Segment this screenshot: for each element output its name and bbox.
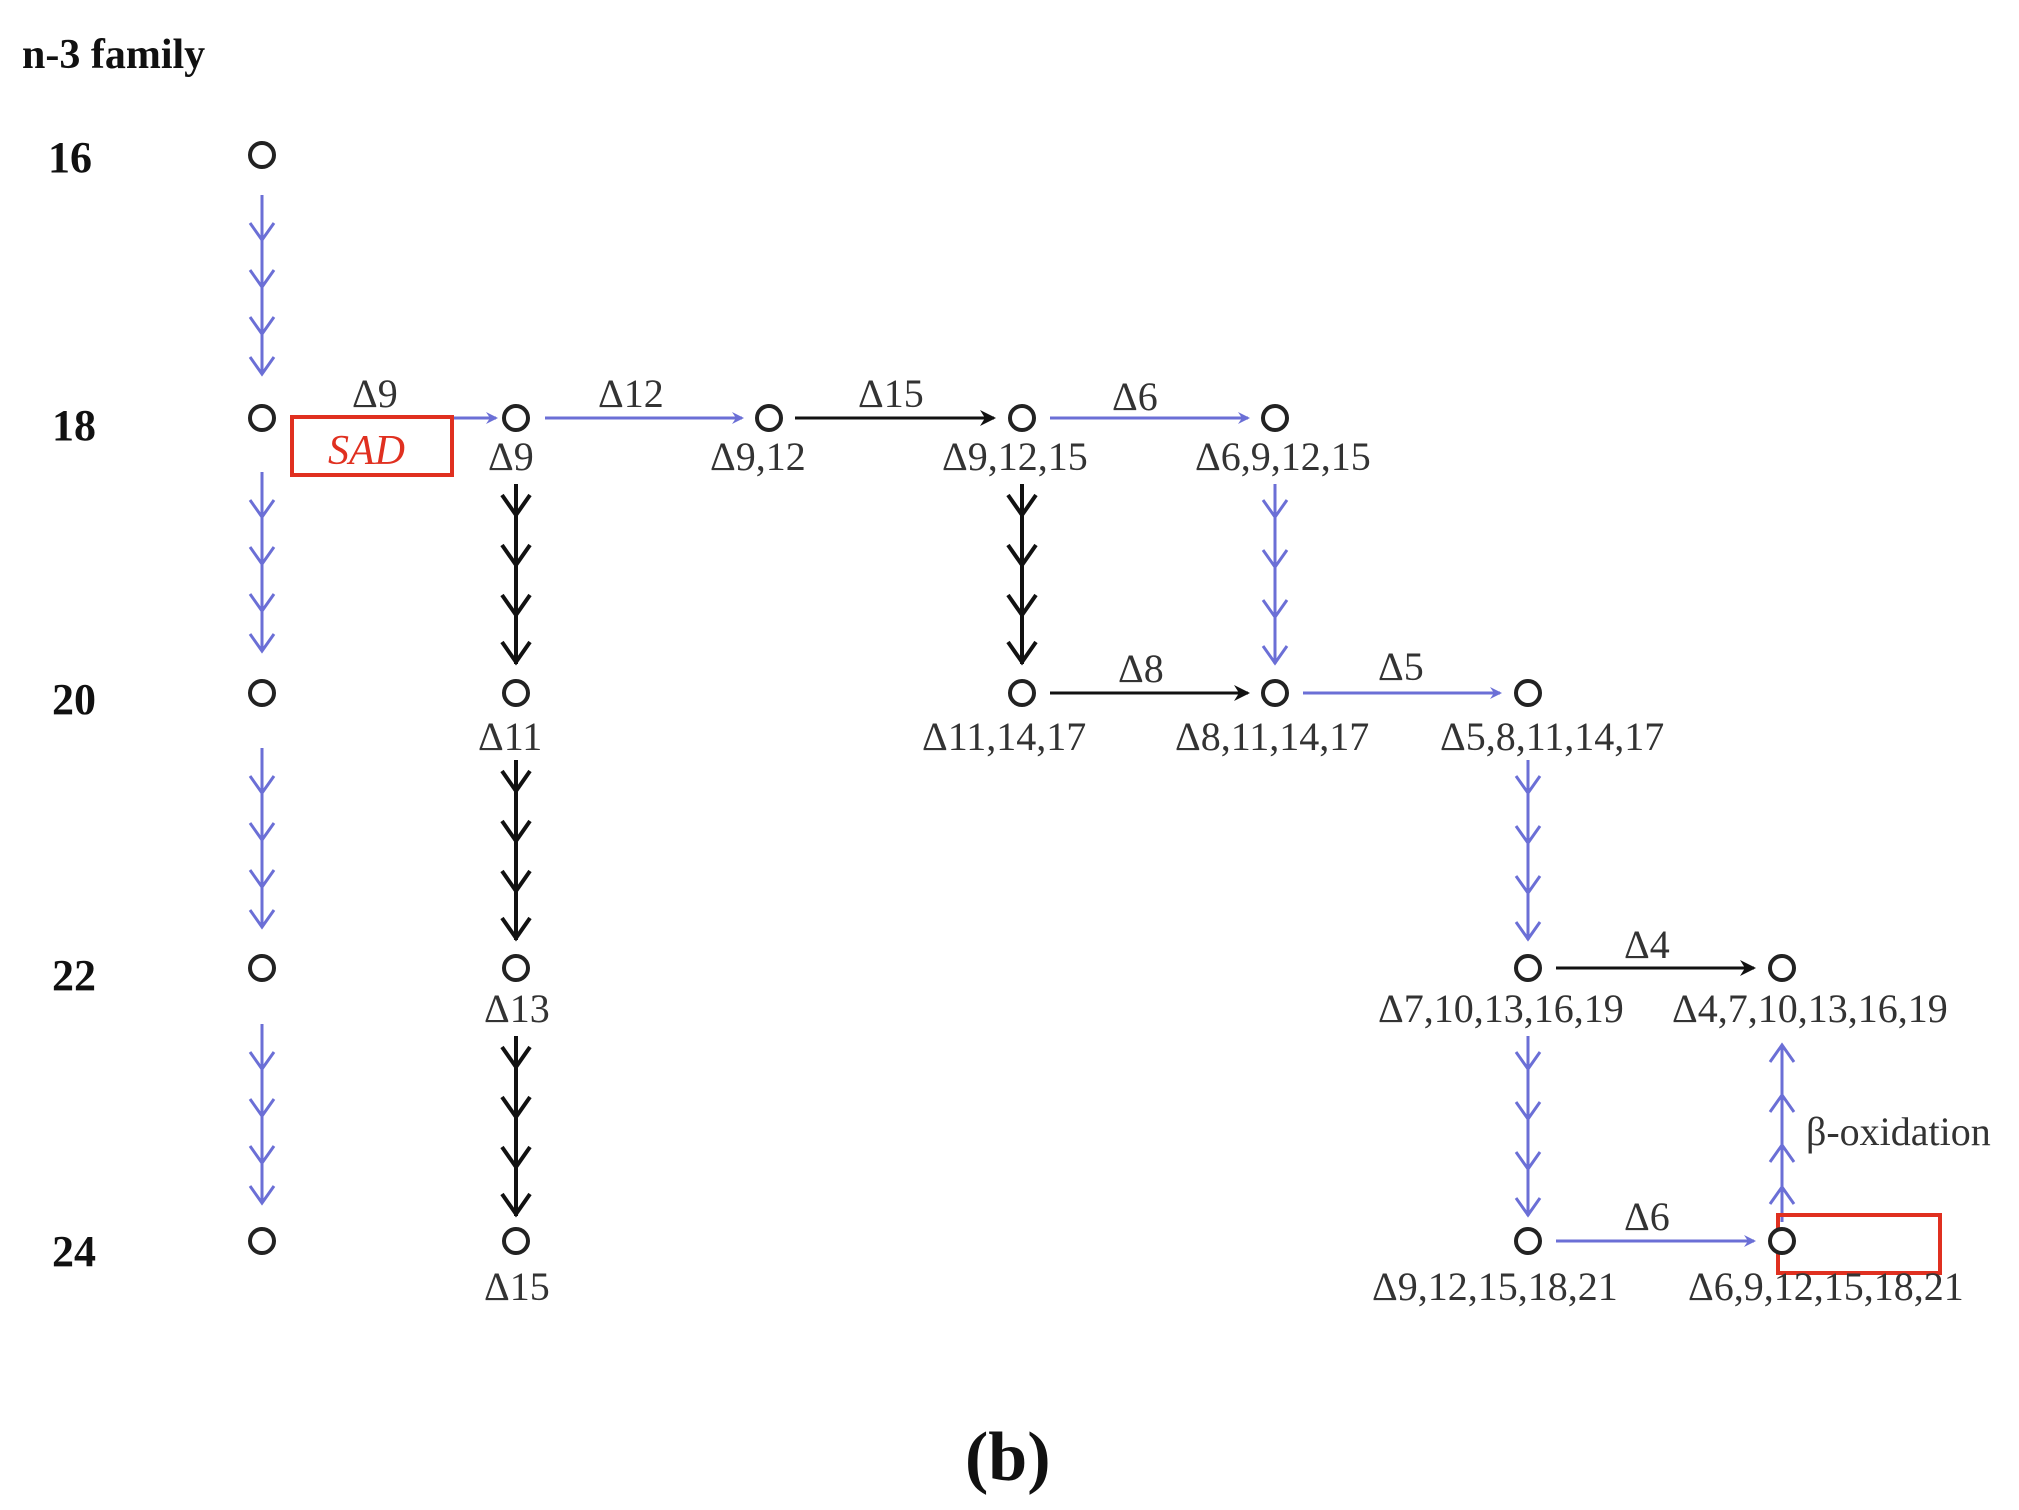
sad-box: SAD [290,415,454,477]
edge-label-d15: Δ15 [858,371,924,416]
chain-c20-c22 [248,748,276,930]
row-label-22: 22 [52,951,96,1000]
figure-caption: (b) [965,1419,1051,1496]
node-label-d4-7-10-13-16-19: Δ4,7,10,13,16,19 [1672,986,1948,1031]
node-label-d9: Δ9 [488,434,534,479]
node-d9-12-15 [1008,404,1036,432]
row-label-20: 20 [52,675,96,724]
edge-label-d4: Δ4 [1624,922,1670,967]
diagram-title: n-3 family [22,32,205,78]
node-c22 [248,954,276,982]
row-label-24: 24 [52,1227,96,1276]
edge-d9-d9_12: Δ12 [545,371,744,424]
node-d4-7-10-13-16-19 [1768,954,1796,982]
node-label-d9-12-15: Δ9,12,15 [942,434,1088,479]
node-label-d9-12-15-18-21: Δ9,12,15,18,21 [1372,1264,1618,1309]
node-d13 [502,954,530,982]
node-label-d5-8-11-14-17: Δ5,8,11,14,17 [1440,714,1664,759]
node-d6-9-12-15-18-21 [1768,1227,1796,1255]
node-d11-14-17 [1008,679,1036,707]
node-label-d9-12: Δ9,12 [710,434,806,479]
edge-c18-d9: Δ9 [352,371,498,424]
node-d8-11-14-17 [1261,679,1289,707]
edge-d7-d4: Δ4 [1556,922,1756,976]
edge-label-d5: Δ5 [1378,644,1424,689]
chain-c22-c24 [248,1024,276,1206]
node-labels: Δ9 Δ11 Δ13 Δ15 Δ9,12 Δ9,12,15 Δ6,9,12,15… [478,434,1964,1309]
node-c18 [248,404,276,432]
row-label-16: 16 [48,133,92,182]
chain-c16-c18 [248,195,276,377]
horizontal-arrows: Δ9 Δ12 Δ15 Δ6 Δ8 Δ5 Δ4 Δ6 [352,371,1756,1247]
node-d5-8-11-14-17 [1514,679,1542,707]
node-c24 [248,1227,276,1255]
chain-d5-d7 [1514,760,1542,942]
nodes [248,141,1796,1255]
chain-d7-d9_21 [1514,1036,1542,1218]
node-d6-9-12-15 [1261,404,1289,432]
node-c16 [248,141,276,169]
node-label-d6-9-12-15-18-21: Δ6,9,12,15,18,21 [1688,1264,1964,1309]
vertical-arrows [248,195,1796,1222]
node-d9-12 [755,404,783,432]
node-d9 [502,404,530,432]
edge-label-d12: Δ12 [598,371,664,416]
edge-label-d9: Δ9 [352,371,398,416]
row-label-18: 18 [52,401,96,450]
edge-d11_14_17-d8_11_14_17: Δ8 [1050,646,1250,701]
node-d11 [502,679,530,707]
node-d7-10-13-16-19 [1514,954,1542,982]
node-label-d15: Δ15 [484,1264,550,1309]
node-label-d13: Δ13 [484,986,550,1031]
chain-d6_9_12_15-d8_11_14_17 [1261,484,1289,666]
chain-d13-d15 [500,1036,532,1218]
node-label-d6-9-12-15: Δ6,9,12,15 [1195,434,1371,479]
edge-label-d6-bottom: Δ6 [1624,1194,1670,1239]
chain-c18-c20 [248,472,276,654]
node-d9-12-15-18-21 [1514,1227,1542,1255]
edge-d9_12_15-d6_9_12_15: Δ6 [1050,374,1250,424]
node-label-d8-11-14-17: Δ8,11,14,17 [1175,714,1369,759]
node-label-d11-14-17: Δ11,14,17 [922,714,1086,759]
chain-d9-d11 [500,484,532,666]
edge-d8_11_14_17-d5_8_11_14_17: Δ5 [1303,644,1502,699]
sad-label: SAD [328,428,405,474]
node-label-d11: Δ11 [478,714,542,759]
node-label-d7-10-13-16-19: Δ7,10,13,16,19 [1378,986,1624,1031]
edge-d9_12-d9_12_15: Δ15 [795,371,996,426]
chain-d11-d13 [500,760,532,942]
edge-label-d6: Δ6 [1112,374,1158,419]
chain-d9_12_15-d11_14_17 [1006,484,1038,666]
node-c20 [248,679,276,707]
edge-label-d8: Δ8 [1118,646,1164,691]
beta-oxidation-label: β-oxidation [1806,1109,1991,1154]
edge-d9_21-d6_21: Δ6 [1556,1194,1756,1247]
node-d15 [502,1227,530,1255]
row-labels: 16 18 20 22 24 [48,133,96,1276]
chain-beta-oxidation [1768,1042,1796,1222]
